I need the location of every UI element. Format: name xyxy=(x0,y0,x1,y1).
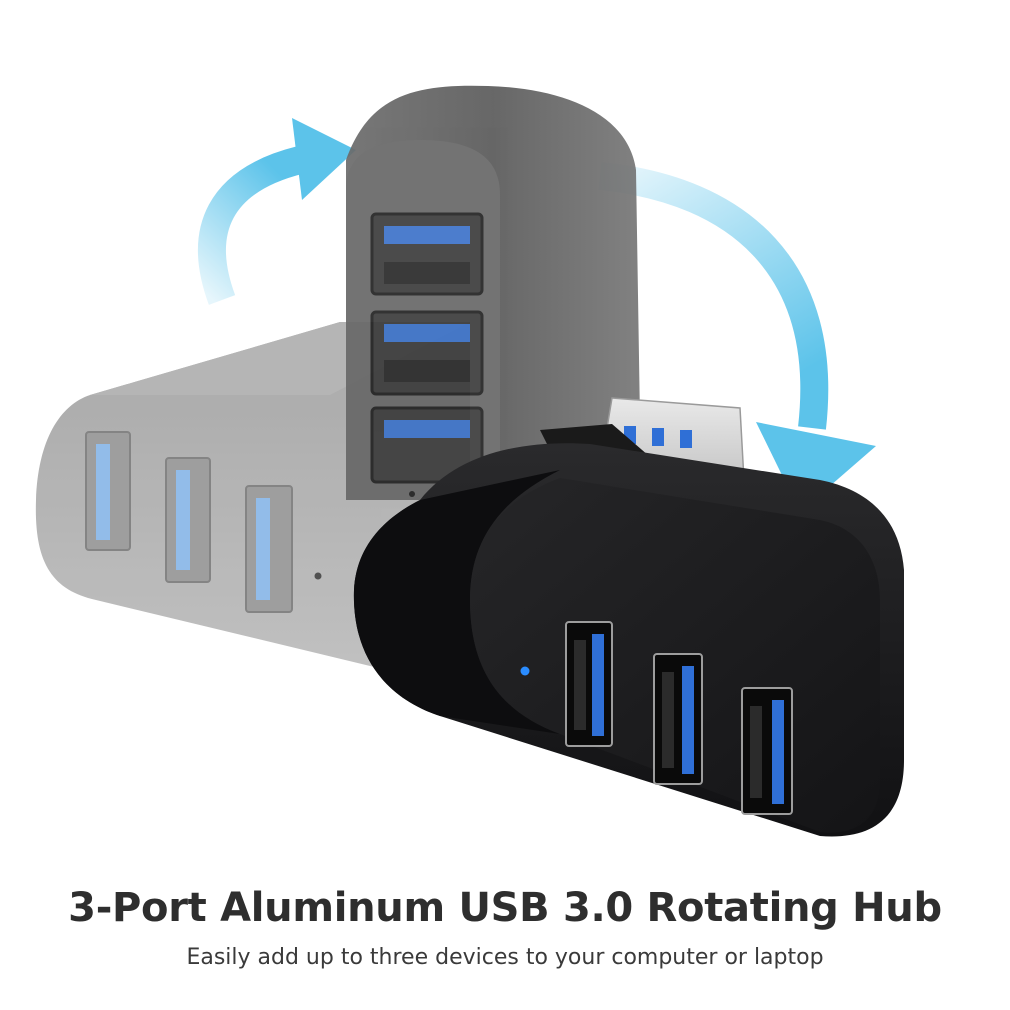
faded-usb-port xyxy=(85,431,131,551)
led-indicator xyxy=(409,491,415,497)
subline: Easily add up to three devices to your c… xyxy=(186,945,824,970)
rotate-arrow-icon xyxy=(197,118,356,305)
vertical-usb-port xyxy=(370,212,484,296)
front-usb-port xyxy=(653,653,703,785)
vertical-usb-port xyxy=(370,406,484,484)
front-usb-port xyxy=(565,621,613,747)
led-indicator xyxy=(314,572,322,580)
front-usb-port xyxy=(741,687,793,815)
front-horizontal-hub xyxy=(353,443,904,837)
product-illustration xyxy=(35,85,904,837)
faded-usb-port xyxy=(165,457,211,583)
vertical-usb-port xyxy=(370,310,484,396)
led-indicator xyxy=(520,666,530,676)
vertical-hub xyxy=(346,85,640,501)
faded-usb-port xyxy=(245,485,293,613)
headline: 3-Port Aluminum USB 3.0 Rotating Hub xyxy=(68,885,942,931)
rotate-arrow-icon xyxy=(598,162,876,512)
